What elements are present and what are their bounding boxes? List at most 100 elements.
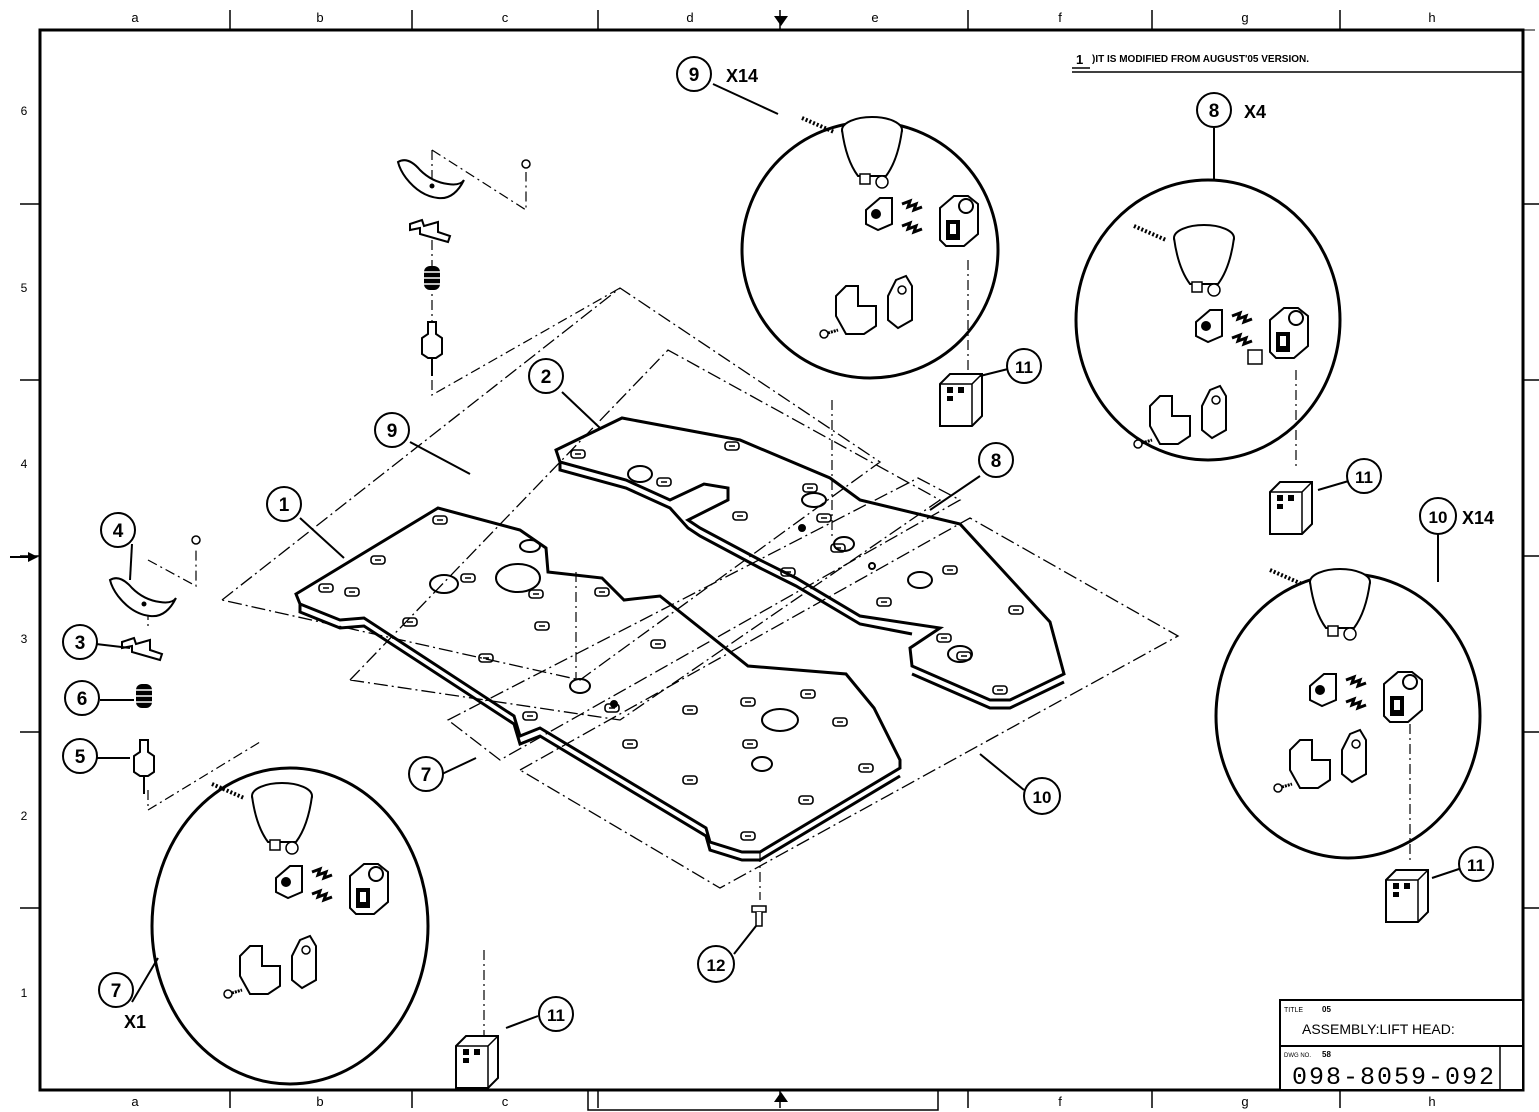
col-label-g: g [1241,10,1248,25]
callout-11-far-right-label: 11 [1467,856,1485,875]
title-code: 05 [1322,1005,1331,1014]
col-label-f: f [1058,10,1062,25]
drawing-border [38,28,1535,1092]
callout-5: 5 [62,738,98,774]
callout-9-label: 9 [387,421,398,442]
callout-8: 8 [978,442,1014,478]
callout-10-detail-label: 10 [1429,508,1448,527]
callout-7-qty: X1 [124,1012,146,1032]
callout-2: 2 [528,358,564,394]
callout-7-detail: 7X1 [98,972,146,1032]
callout-1-label: 1 [279,495,290,516]
callout-9-detail: 9 X14 [676,56,758,92]
callout-11-top: 11 [1006,348,1042,384]
title-block: TITLE 05 ASSEMBLY:LIFT HEAD: DWG NO. 58 … [1279,999,1524,1092]
col-label-c-bottom: c [502,1094,509,1109]
cartridge-part-11-top [939,373,983,427]
revision-marker: 1 [1076,52,1083,67]
callout-5-label: 5 [75,747,86,768]
col-label-b-bottom: b [316,1094,323,1109]
plate-1-slots [318,515,874,841]
detail-circle-9 [740,115,1000,380]
callout-10-qty: X14 [1462,508,1494,528]
cartridge-part-11-right [1269,481,1313,535]
left-stack-parts [109,577,177,795]
callout-8-detail-label: 8 [1209,101,1220,122]
leader-lines [147,149,1411,1040]
col-label-a-bottom: a [131,1094,139,1109]
callout-3-label: 3 [75,633,86,654]
callout-4-label: 4 [113,521,124,542]
center-arrow-bottom [774,1092,788,1102]
row-label-1: 1 [21,986,28,1000]
col-label-a: a [131,10,139,25]
callout-10-label: 10 [1033,788,1052,807]
callout-11-bottom-label: 11 [547,1006,565,1025]
drawing-title: ASSEMBLY:LIFT HEAD: [1302,1021,1455,1037]
callout-10-detail: 10 X14 [1419,497,1494,535]
center-arrow-top [774,16,788,26]
callout-9-detail-label: 9 [689,65,700,86]
dashed-envelopes [220,287,1180,889]
col-label-g-bottom: g [1241,1094,1248,1109]
row-label-2: 2 [21,809,28,823]
cartridge-part-11-bottom [455,1035,499,1089]
revision-note: 1 )IT IS MODIFIED FROM AUGUST'05 VERSION… [1072,52,1523,73]
callout-9-qty: X14 [726,66,758,86]
col-label-e: e [871,10,878,25]
row-label-6: 6 [21,104,28,118]
dwg-field-label: DWG NO. [1284,1053,1311,1059]
callout-8-qty: X4 [1244,102,1266,122]
dwg-code: 58 [1322,1050,1331,1059]
callout-6: 6 [64,680,100,716]
detail-circle-8 [1074,178,1342,462]
callout-12: 12 [697,945,735,983]
callout-3: 3 [62,624,98,660]
col-label-h: h [1428,10,1435,25]
callout-4: 4 [100,512,136,548]
callout-7-detail-label: 7 [111,981,122,1002]
cartridge-part-11-far-right [1385,869,1429,923]
col-label-c: c [502,10,509,25]
plate-holes [429,465,973,772]
callout-12-label: 12 [707,956,726,975]
row-label-3: 3 [21,632,28,646]
grid-ticks [20,10,1539,1111]
plate-2 [554,416,1066,702]
callout-8-label: 8 [991,451,1002,472]
callout-11-far-right: 11 [1458,846,1494,882]
callouts [95,83,1463,1029]
row-label-5: 5 [21,281,28,295]
callout-10: 10 [1023,777,1061,815]
grid-column-labels: a b c d e f g h a b c f g h [131,10,1435,1109]
upper-screw [521,159,531,169]
drawing-number: 098-8059-092 [1292,1063,1496,1092]
callout-1: 1 [266,486,302,522]
callout-7-label: 7 [421,765,432,786]
revision-note-text: )IT IS MODIFIED FROM AUGUST'05 VERSION. [1092,54,1309,65]
plate-2-slots [570,441,1024,695]
col-label-b: b [316,10,323,25]
plate-1 [294,506,902,854]
callout-8-detail: 8 X4 [1196,92,1266,128]
detail-circle-7 [150,766,430,1086]
grid-row-labels: 6 5 4 3 2 1 [21,104,28,1000]
callout-2-label: 2 [541,367,552,388]
callout-9: 9 [374,412,410,448]
left-screw [191,535,201,545]
col-label-d: d [686,10,693,25]
col-label-h-bottom: h [1428,1094,1435,1109]
title-field-label: TITLE [1284,1007,1303,1014]
upper-stack-parts [397,159,465,377]
callout-7: 7 [408,756,444,792]
callout-11-right: 11 [1346,458,1382,494]
mounting-plate-assembly [220,287,1180,889]
callout-11-top-label: 11 [1015,358,1033,377]
center-arrow-left [28,552,38,562]
detail-circle-10 [1214,567,1482,860]
callout-11-right-label: 11 [1355,468,1373,487]
row-label-4: 4 [21,457,28,471]
callout-11-bottom: 11 [538,996,574,1032]
col-label-f-bottom: f [1058,1094,1062,1109]
